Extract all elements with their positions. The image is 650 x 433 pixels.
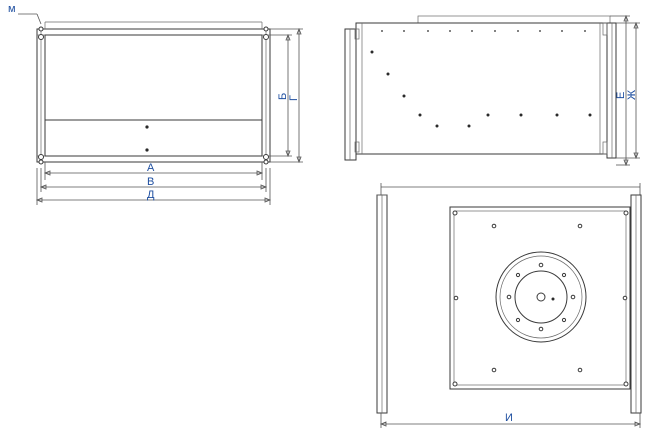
fan-outer-ring bbox=[495, 251, 587, 343]
label-d: Д bbox=[147, 189, 155, 201]
side-view-body bbox=[355, 22, 608, 155]
front-view-width-dimensions bbox=[35, 162, 272, 205]
label-a: А bbox=[147, 162, 155, 174]
label-g: Г bbox=[288, 95, 300, 101]
label-i: И bbox=[505, 412, 513, 424]
front-view-outer-frame bbox=[36, 28, 271, 163]
top-view bbox=[376, 183, 642, 428]
label-b: Б bbox=[277, 93, 289, 100]
front-view-inner-frame bbox=[44, 34, 263, 157]
label-zh: Ж bbox=[626, 90, 638, 100]
top-view-panel bbox=[449, 206, 631, 390]
side-view bbox=[344, 15, 617, 161]
label-v: В bbox=[147, 176, 154, 188]
fan-inner-ring bbox=[514, 270, 568, 324]
front-view-height-dimensions bbox=[270, 27, 303, 164]
label-e: Е bbox=[615, 92, 627, 99]
front-view bbox=[18, 13, 271, 165]
side-view-height-dimensions bbox=[610, 14, 640, 167]
label-m: м bbox=[8, 3, 16, 15]
